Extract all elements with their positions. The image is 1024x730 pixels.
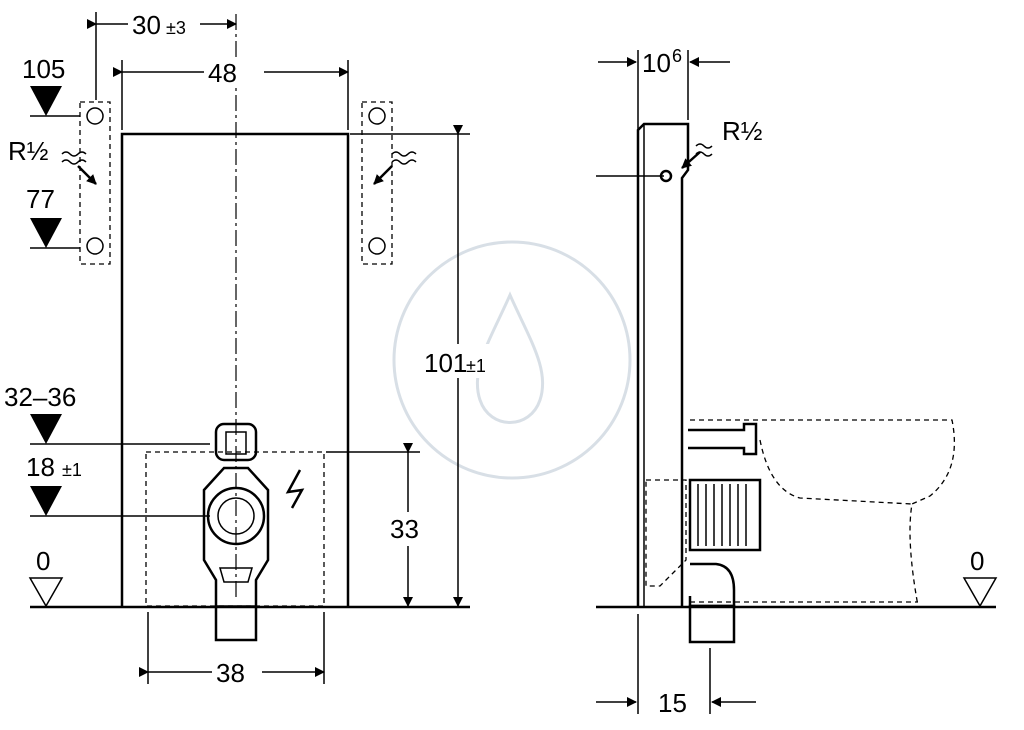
water-connection-label-left: R½ [8,136,48,166]
fixing-bracket-right [361,101,393,265]
side-panel [636,122,690,606]
level-triangle-icon [30,414,62,444]
flush-pipe [688,422,758,456]
panel-body [120,132,350,606]
arrow-icon [77,165,97,185]
level-label-77: 77 [26,184,55,214]
water-wave-icon [61,151,87,165]
dim-sup-depth-top: 6 [672,46,682,66]
level-triangle-icon [28,577,64,608]
dim-tol-height: ±1 [466,356,486,376]
dim-label-depth-top: 10 [642,48,671,78]
floor-label-side: 0 [970,546,984,576]
drain-elbow [645,478,762,644]
side-view: 10 6 R½ 0 [596,46,998,718]
level-triangle-icon [30,86,62,116]
floor-label-front: 0 [36,546,50,576]
dim-label-drain-offset: 15 [658,688,687,718]
arrow-icon [373,165,393,185]
dim-tol-top-width: ±3 [166,18,186,38]
fixing-bracket-left [79,101,111,265]
level-triangle-icon [30,486,62,516]
front-view: 30 ±3 48 105 77 R½ 101 [4,8,510,688]
dim-label-drain-height: 33 [390,514,419,544]
dim-label-top-width: 30 [132,10,161,40]
water-wave-icon [391,151,417,165]
lightning-icon [285,469,305,509]
dim-label-panel-width: 48 [208,58,237,88]
level-label-32-36: 32–36 [4,382,76,412]
drain-fitting [202,422,270,642]
level-triangle-icon [962,577,998,608]
level-label-105: 105 [22,54,65,84]
installation-zone [145,451,325,607]
level-triangle-icon [30,218,62,248]
dim-label-bottom-width: 38 [216,658,245,688]
wc-bowl-outline [690,419,955,607]
level-label-18: 18 [26,452,55,482]
arrow-icon [681,151,701,169]
dim-label-height: 101 [424,348,467,378]
level-tol-18: ±1 [62,460,82,480]
water-connection-label-side: R½ [722,116,762,146]
